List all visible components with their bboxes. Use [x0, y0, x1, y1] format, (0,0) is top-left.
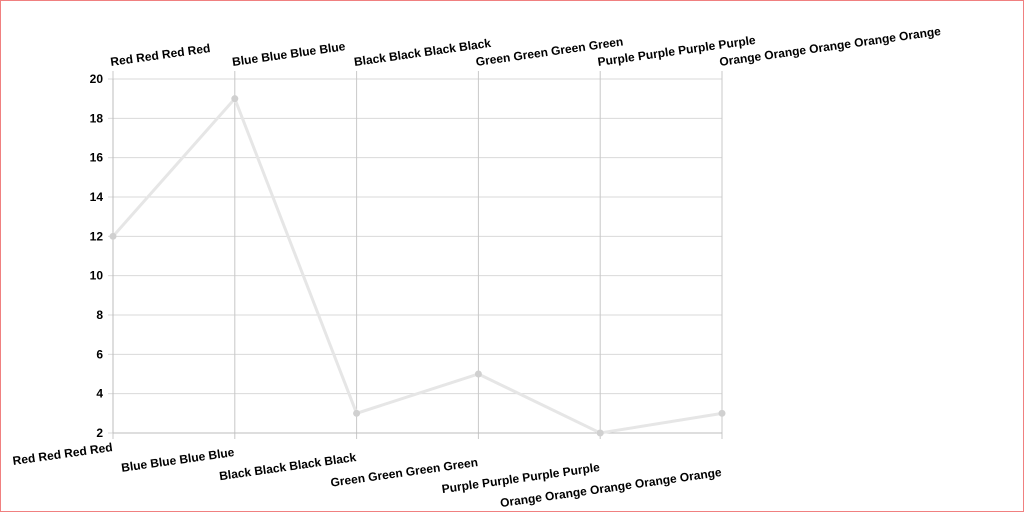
data-point: [474, 370, 482, 378]
data-point: [718, 409, 726, 417]
y-tick-label: 8: [96, 308, 103, 322]
series-line: [111, 95, 723, 435]
data-point: [109, 232, 117, 240]
data-point: [353, 409, 361, 417]
y-tick-label: 4: [96, 387, 103, 401]
x-tick-label-bottom: Red Red Red Red: [12, 440, 114, 468]
y-tick-label: 6: [96, 347, 103, 361]
x-tick-label-top: Red Red Red Red: [109, 41, 211, 69]
y-tick-label: 2: [96, 426, 103, 440]
y-tick-label: 18: [90, 111, 104, 125]
y-tick-label: 12: [90, 229, 104, 243]
x-tick-label-top: Blue Blue Blue Blue: [231, 39, 346, 69]
y-tick-label: 10: [90, 269, 104, 283]
data-point: [596, 429, 604, 437]
y-tick-label: 20: [90, 72, 104, 86]
y-tick-label: 16: [90, 151, 104, 165]
y-tick-label: 14: [90, 190, 104, 204]
x-tick-label-top: Black Black Black Black: [353, 36, 492, 69]
data-point: [231, 95, 239, 103]
